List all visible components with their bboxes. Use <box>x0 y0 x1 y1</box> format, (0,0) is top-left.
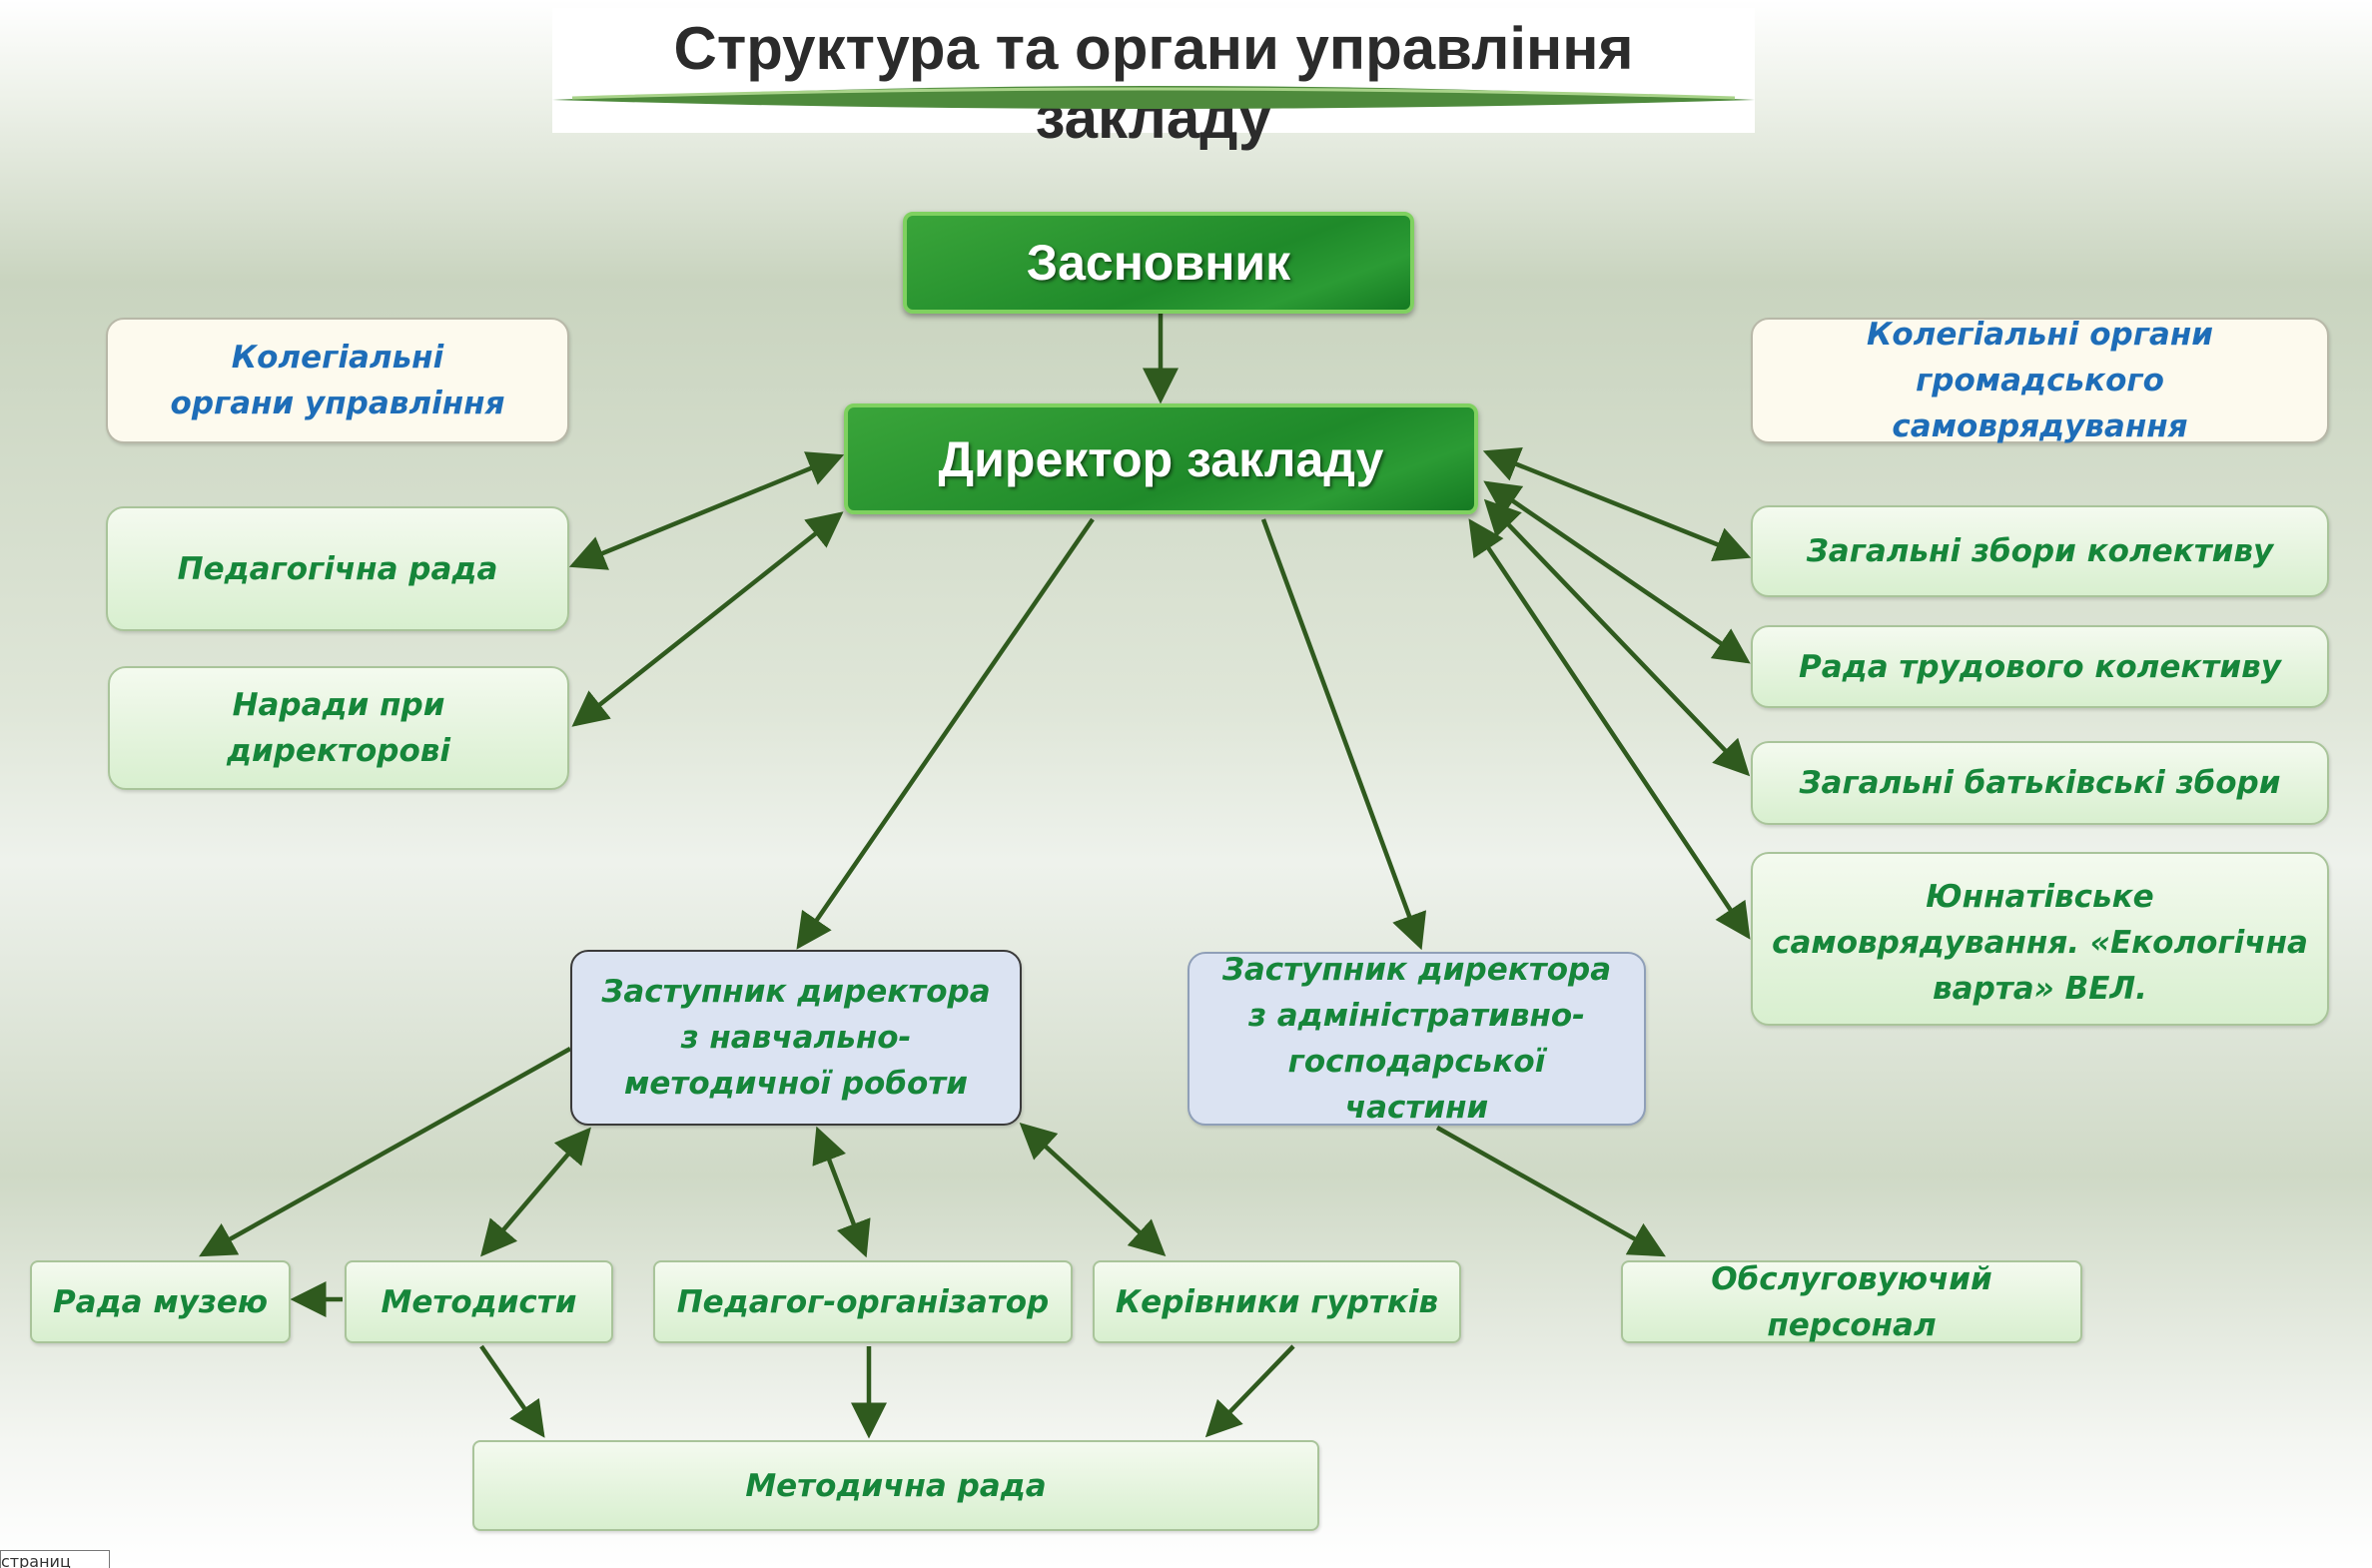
general-staff-meeting-node: Загальні збори колективу <box>1751 505 2329 597</box>
labor-council-node: Рада трудового колективу <box>1751 625 2329 708</box>
methodical-council-node: Методична рада <box>472 1440 1319 1531</box>
collegial-public-node: Колегіальні органи громадського самовряд… <box>1751 317 2329 444</box>
deputy-administration-node: Заступник директора з адміністративно-го… <box>1187 952 1646 1126</box>
collegial-management-node: Колегіальні органи управління <box>106 318 569 443</box>
director-meetings-node: Наради при директорові <box>108 666 569 790</box>
service-staff-node: Обслуговуючий персонал <box>1621 1260 2082 1343</box>
museum-council-node: Рада музею <box>30 1260 291 1343</box>
deputy-education-node: Заступник директора з навчально-методичн… <box>570 950 1022 1126</box>
leaf-underline <box>552 86 1755 109</box>
pedagogue-organizer-node: Педагог-організатор <box>653 1260 1073 1343</box>
naturalists-self-government-node: Юннатівське самоврядування. «Екологічна … <box>1751 852 2329 1026</box>
parents-meeting-node: Загальні батьківські збори <box>1751 741 2329 825</box>
director-node: Директор закладу <box>844 403 1478 514</box>
page-label: страниц <box>0 1550 110 1568</box>
founder-node: Засновник <box>903 212 1414 314</box>
title-banner: Структура та органи управління закладу <box>552 8 1755 151</box>
pedagogical-council-node: Педагогічна рада <box>106 506 569 631</box>
club-leaders-node: Керівники гуртків <box>1093 1260 1461 1343</box>
methodists-node: Методисти <box>345 1260 613 1343</box>
page-title: Структура та органи управління закладу <box>673 15 1634 151</box>
